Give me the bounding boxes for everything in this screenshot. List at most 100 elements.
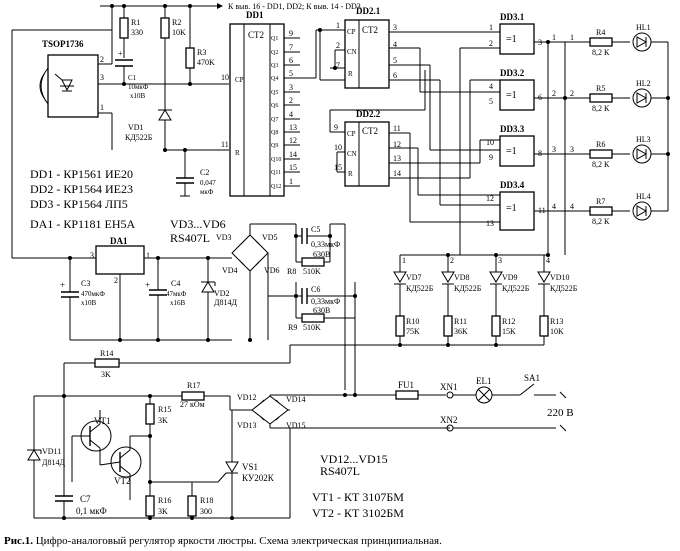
hl1-label: HL1 xyxy=(636,23,651,32)
parts-dd1: DD1 - КР1561 ИЕ20 xyxy=(30,167,133,181)
mains-voltage: 220 В xyxy=(547,407,574,419)
vd8-r11: 2 VD8 КД522Б R11 36K xyxy=(441,255,482,345)
dd22-cn: CN xyxy=(347,150,357,158)
r6-value: 8,2 К xyxy=(592,160,610,169)
dd31-label: DD3.1 xyxy=(500,12,525,22)
fu1-label: FU1 xyxy=(398,380,414,390)
vs1-type: КУ202К xyxy=(242,473,275,483)
junctions xyxy=(62,4,670,520)
c2: C2 0,047 мкФ xyxy=(165,149,229,197)
dd33-label: DD3.3 xyxy=(500,124,525,134)
top-supply-rail: К выв. 16 - DD1, DD2; К выв. 14 - DD3 xyxy=(100,2,361,11)
r17-value: 27 кОм xyxy=(180,400,205,409)
r15: R15 3K xyxy=(145,396,171,436)
dd22-pin-11: 11 xyxy=(393,124,401,133)
hl3-label: HL3 xyxy=(636,135,651,144)
dd22-pin-15: 15 xyxy=(334,163,342,172)
c1-label: C1 xyxy=(128,74,137,82)
vd5-label: VD5 xyxy=(262,233,278,242)
vd11-label: VD11 xyxy=(42,447,61,456)
dd1-q9: Q9 xyxy=(271,143,278,149)
dd1-pin-13: 13 xyxy=(289,123,297,132)
bridge-vd12-15: VD12 VD13 VD14 VD15 xyxy=(237,393,450,430)
r1: R1 330 xyxy=(119,6,143,58)
dd1-pin-7: 7 xyxy=(289,43,293,52)
dd22-pin-10: 10 xyxy=(334,143,342,152)
c6-r9: C6 0,33мкФ 630В R9 510K xyxy=(268,282,356,395)
vt1: VT1 xyxy=(71,410,112,482)
vd10-type: КД522Б xyxy=(550,284,578,293)
dd1-outputs: Q1 Q2 Q3 Q4 Q5 Q6 Q7 Q8 Q9 Q10 Q11 Q12 xyxy=(271,36,281,190)
dd33-pin-10: 10 xyxy=(486,138,494,147)
da1-pin-2: 2 xyxy=(114,276,118,285)
dd1-r: R xyxy=(235,149,240,157)
r1-value: 330 xyxy=(131,28,143,37)
net-3a: 3 xyxy=(552,145,556,154)
power-wiring: R14 3K xyxy=(33,344,400,496)
dd3-1: DD3.1 =1 1 2 3 xyxy=(489,12,542,55)
r6-label: R6 xyxy=(596,140,605,149)
r8-value: 510K xyxy=(303,267,321,276)
vd11: VD11 Д814Д xyxy=(27,447,65,518)
c4-label: C4 xyxy=(171,279,180,288)
r4-label: R4 xyxy=(596,28,605,37)
dd1-pin-15: 15 xyxy=(289,163,297,172)
r3-value: 470K xyxy=(197,58,215,67)
r3-label: R3 xyxy=(197,48,206,57)
parts-vd12-15-type: RS407L xyxy=(320,464,360,478)
vd9-type: КД522Б xyxy=(502,284,530,293)
vd7-r10: 1 VD7 КД522Б R10 75K xyxy=(393,255,434,345)
el1-label: EL1 xyxy=(476,376,492,386)
dd22-pin-13: 13 xyxy=(393,154,401,163)
c5-rating: 630В xyxy=(313,250,330,259)
dd3-gates: DD3.1 =1 1 2 3 DD3.2 =1 4 5 6 DD3.3 =1 1… xyxy=(486,12,546,231)
dd22-label: DD2.2 xyxy=(356,109,381,119)
vd10-label: VD10 xyxy=(550,273,570,282)
dd32-pin-5: 5 xyxy=(489,97,493,106)
dd1-counter: DD1 CT2 CP R 10 11 Q1 Q2 Q3 Q4 Q5 Q6 Q7 … xyxy=(221,10,316,197)
r14-value: 3K xyxy=(101,370,111,379)
vd1-type: КД522Б xyxy=(125,133,153,142)
vd2: VD2 Д814Д xyxy=(201,258,237,340)
dd1-pin-1: 1 xyxy=(289,177,293,186)
r2: R2 10K xyxy=(160,6,186,110)
net-1a: 1 xyxy=(552,33,556,42)
dd1-pin-12: 12 xyxy=(289,136,297,145)
vd11-type: Д814Д xyxy=(42,458,65,467)
dd22-pin-9: 9 xyxy=(334,123,338,132)
dd1-q12: Q12 xyxy=(271,184,281,190)
c7: C7 0,1 мкФ xyxy=(55,494,107,518)
r16-label: R16 xyxy=(158,496,171,505)
r15-value: 3K xyxy=(158,416,168,425)
dd1-pin-14: 14 xyxy=(289,150,297,159)
c2-value: 0,047 xyxy=(200,179,216,187)
ir-receiver: TSOP1736 2 3 1 xyxy=(39,39,104,118)
dd1-pin-10: 10 xyxy=(221,73,229,82)
dd22-r: R xyxy=(348,170,353,178)
dd1-func: CT2 xyxy=(248,30,264,40)
dd1-pin-5: 5 xyxy=(289,69,293,78)
vt2: VT2 xyxy=(99,435,150,500)
vd6-label: VD6 xyxy=(264,266,280,275)
tsop-pin-2: 2 xyxy=(100,55,104,64)
dd1-q6: Q6 xyxy=(271,103,278,109)
dd31-pin-1: 1 xyxy=(489,23,493,32)
dd32-label: DD3.2 xyxy=(500,68,525,78)
parts-vt2: VT2 - КТ 3102БМ xyxy=(312,506,404,520)
tsop-pin-1: 1 xyxy=(100,103,104,112)
c5-value: 0,33мкФ xyxy=(311,240,340,249)
vd15-label: VD15 xyxy=(286,421,306,430)
vd9-net: 3 xyxy=(498,256,502,265)
dd31-func: =1 xyxy=(506,34,517,45)
vd7-label: VD7 xyxy=(406,273,422,282)
parts-dd: DD1 - КР1561 ИЕ20 DD2 - КР1564 ИЕ23 DD3 … xyxy=(30,167,226,245)
r7-value: 8,2 К xyxy=(592,217,610,226)
net-1b: 1 xyxy=(570,33,574,42)
c1: + C1 10мкФ x10В xyxy=(115,49,149,100)
dd21-pin-7: 7 xyxy=(336,61,340,70)
dd21-pin-2: 2 xyxy=(336,41,340,50)
dd3-2: DD3.2 =1 4 5 6 xyxy=(489,68,542,111)
net-4a: 4 xyxy=(552,202,556,211)
